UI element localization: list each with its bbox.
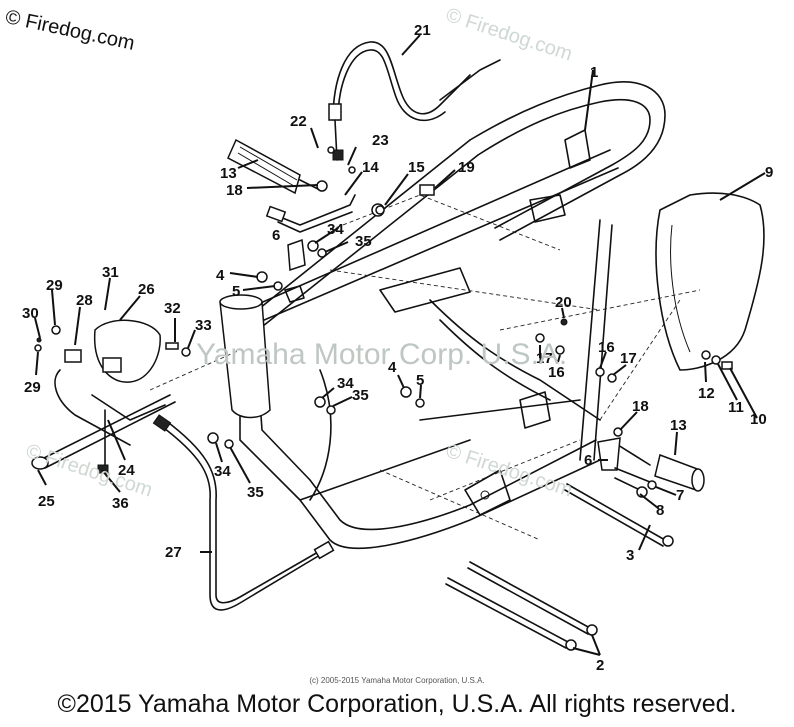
frame-assembly [149,81,701,550]
callout-27: 27 [165,544,182,561]
callout-14: 14 [362,159,379,176]
callout-33: 33 [195,317,212,334]
footrest-right [609,439,705,492]
callout-4-upper: 4 [216,267,225,284]
callout-15: 15 [408,159,425,176]
callout-34-lower: 34 [214,463,231,480]
shift-lever [265,194,385,233]
callout-9: 9 [765,164,773,181]
callout-5-upper: 5 [232,283,240,300]
callout-17-left: 17 [536,350,553,367]
clutch-cable [328,41,501,161]
callout-36: 36 [112,495,129,512]
footrest-bracket-front [287,238,306,272]
callout-4-middle: 4 [388,359,397,376]
callout-24: 24 [118,462,135,479]
callout-11: 11 [728,399,744,416]
callout-29-upper: 29 [46,277,63,294]
callout-35-upper: 35 [355,233,372,250]
callout-29-lower: 29 [24,379,41,396]
callout-21: 21 [414,22,431,39]
callout-16-right: 16 [598,339,615,356]
leader-lines [34,34,766,656]
callout-labels: 21 1 9 22 23 13 18 14 15 19 6 34 35 4 5 … [22,22,773,674]
callout-7: 7 [676,487,684,504]
callout-31: 31 [102,264,119,281]
callout-35-middle: 35 [352,387,369,404]
callout-1: 1 [590,64,598,81]
callout-13-upper: 13 [220,165,237,182]
callout-6-lower: 6 [584,452,592,469]
callout-5-middle: 5 [416,372,424,389]
callout-13-lower: 13 [670,417,687,434]
engine-mount-bolts [445,467,674,651]
callout-26: 26 [138,281,155,298]
callout-16-left: 16 [548,364,565,381]
callout-35-lower: 35 [247,484,264,501]
callout-12: 12 [698,385,715,402]
headlight-bracket-assembly [31,319,176,474]
callout-8: 8 [656,502,664,519]
callout-18-upper: 18 [226,182,243,199]
callout-34-upper: 34 [327,221,344,238]
callout-34-middle: 34 [337,375,354,392]
callout-10: 10 [750,411,767,428]
callout-2: 2 [596,657,604,674]
callout-6-upper: 6 [272,227,280,244]
callout-32: 32 [164,300,181,317]
callout-17-right: 17 [620,350,637,367]
copyright-footer: ©2015 Yamaha Motor Corporation, U.S.A. A… [57,690,737,718]
footrest-bracket-rear [597,437,621,471]
callout-30: 30 [22,305,39,322]
callout-19: 19 [458,159,475,176]
callout-23: 23 [372,132,389,149]
small-copyright-text: (c) 2005-2015 Yamaha Motor Corporation, … [309,676,485,685]
fastener-hardware [34,146,733,449]
callout-22: 22 [290,113,307,130]
yamaha-watermark: Yamaha Motor Corp. U.S.A. [196,338,568,371]
callout-28: 28 [76,292,93,309]
rear-fender [655,192,765,371]
callout-18-lower: 18 [632,398,649,415]
callout-25: 25 [38,493,55,510]
brake-cable [152,414,335,611]
callout-20: 20 [555,294,572,311]
callout-3: 3 [626,547,634,564]
